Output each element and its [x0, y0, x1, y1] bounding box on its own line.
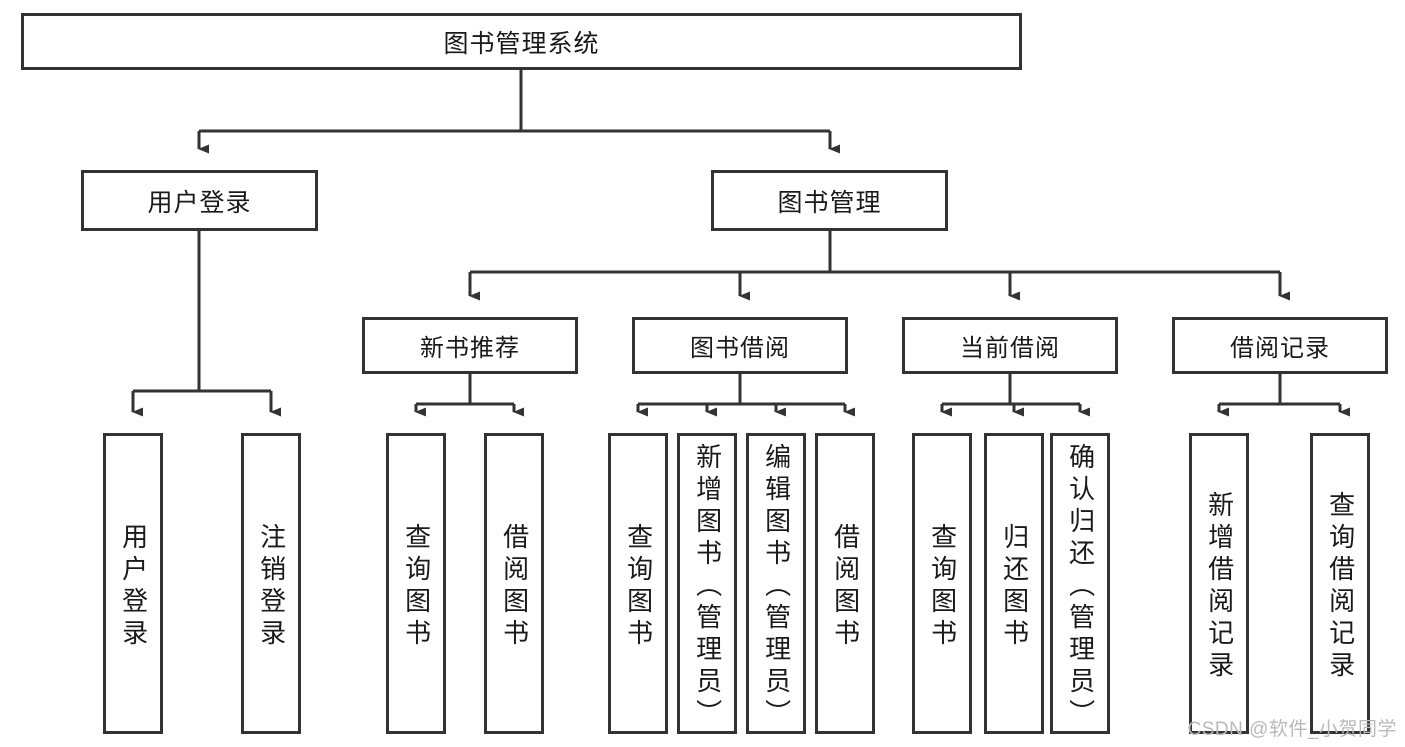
node-label: 归还图书 — [999, 522, 1030, 651]
node-label: 借阅图书 — [499, 522, 530, 651]
node-label: 注销登录 — [256, 522, 287, 651]
node-label: 查询借阅记录 — [1325, 490, 1356, 683]
node-root[interactable]: 图书管理系统 — [21, 13, 1022, 70]
node-leaf-查询图书-4[interactable]: 查询图书 — [608, 433, 668, 734]
node-label: 用户登录 — [118, 522, 149, 651]
node-level3-图书借阅-1[interactable]: 图书借阅 — [632, 317, 848, 374]
node-level3-新书推荐-0[interactable]: 新书推荐 — [362, 317, 578, 374]
node-leaf-归还图书-9[interactable]: 归还图书 — [984, 433, 1044, 734]
node-level2-用户登录-0[interactable]: 用户登录 — [81, 170, 318, 231]
node-leaf-注销登录-1[interactable]: 注销登录 — [241, 433, 301, 734]
node-leaf-用户登录-0[interactable]: 用户登录 — [103, 433, 163, 734]
node-leaf-借阅图书-7[interactable]: 借阅图书 — [815, 433, 875, 734]
node-leaf-确认归还管理员-10[interactable]: 确认归还（管理员） — [1050, 433, 1110, 734]
node-leaf-新增借阅记录-11[interactable]: 新增借阅记录 — [1189, 433, 1249, 734]
node-leaf-查询图书-2[interactable]: 查询图书 — [386, 433, 446, 734]
node-label: 借阅图书 — [830, 522, 861, 651]
node-label: 编辑图书（管理员） — [761, 442, 792, 731]
node-label: 查询图书 — [401, 522, 432, 651]
node-leaf-借阅图书-3[interactable]: 借阅图书 — [484, 433, 544, 734]
node-label: 新增图书（管理员） — [692, 442, 723, 731]
node-leaf-编辑图书管理员-6[interactable]: 编辑图书（管理员） — [746, 433, 806, 734]
node-label: 查询图书 — [927, 522, 958, 651]
node-leaf-新增图书管理员-5[interactable]: 新增图书（管理员） — [677, 433, 737, 734]
node-label: 查询图书 — [623, 522, 654, 651]
node-level3-当前借阅-2[interactable]: 当前借阅 — [902, 317, 1118, 374]
node-level3-借阅记录-3[interactable]: 借阅记录 — [1172, 317, 1388, 374]
node-level2-图书管理-1[interactable]: 图书管理 — [711, 170, 948, 231]
node-leaf-查询图书-8[interactable]: 查询图书 — [912, 433, 972, 734]
node-label: 确认归还（管理员） — [1065, 442, 1096, 731]
node-label: 新增借阅记录 — [1204, 490, 1235, 683]
node-leaf-查询借阅记录-12[interactable]: 查询借阅记录 — [1310, 433, 1370, 734]
